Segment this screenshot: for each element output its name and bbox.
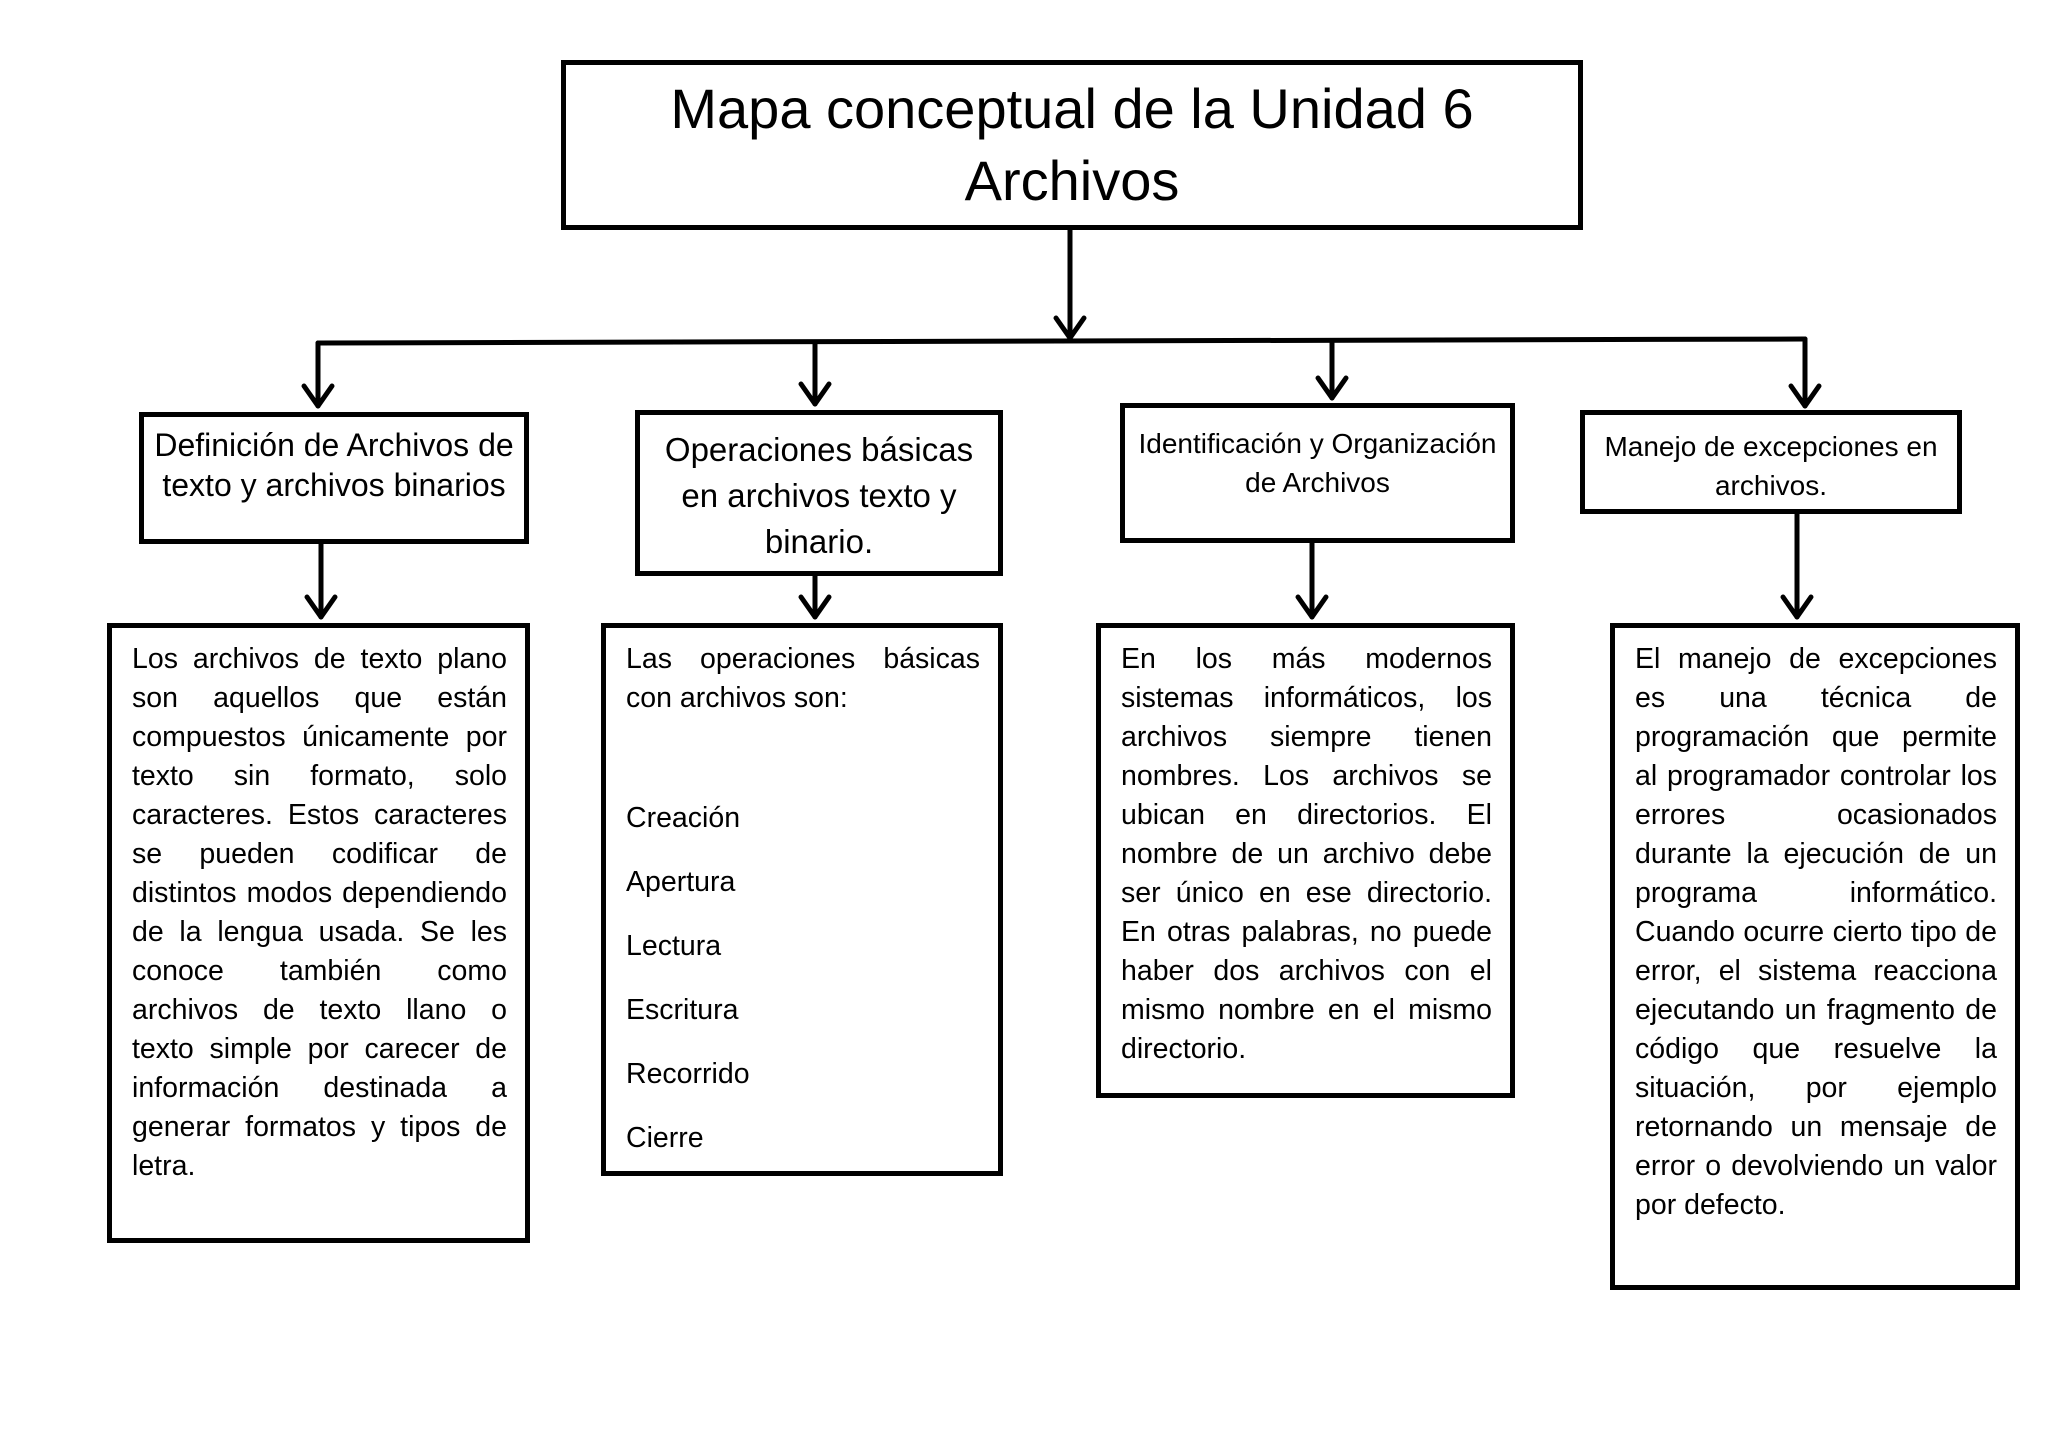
title-line-1: Mapa conceptual de la Unidad 6 (670, 77, 1474, 140)
operation-item: Lectura (626, 930, 722, 962)
drop-arrowhead-2 (798, 381, 832, 407)
heading-node-operaciones: Operaciones básicas en archivos texto y … (635, 410, 1003, 576)
trunk-arrowhead (1053, 315, 1087, 341)
body-arrowhead-1 (304, 594, 338, 620)
bus-line (315, 336, 1808, 346)
operation-item: Creación (626, 802, 741, 834)
heading-node-identificacion: Identificación y Organización de Archivo… (1120, 403, 1515, 543)
heading-node-excepciones: Manejo de excepciones en archivos. (1580, 410, 1962, 514)
drop-arrowhead-4 (1788, 383, 1822, 409)
operation-item: Escritura (626, 994, 739, 1026)
heading-node-definicion: Definición de Archivos de texto y archiv… (139, 412, 529, 544)
body-text: El manejo de excepciones es una técnica … (1635, 643, 1997, 1221)
body-text: Los archivos de texto plano son aquellos… (132, 643, 507, 1182)
heading-text: Manejo de excepciones en archivos. (1604, 431, 1938, 501)
body-node-identificacion: En los más modernos sistemas informático… (1096, 623, 1515, 1098)
heading-text: Identificación y Organización de Archivo… (1138, 428, 1497, 498)
body-node-excepciones: El manejo de excepciones es una técnica … (1610, 623, 2020, 1290)
body-node-operaciones: Las operaciones básicas con archivos son… (601, 623, 1003, 1176)
operations-intro: Las operaciones básicas con archivos son… (626, 643, 980, 714)
heading-text: Operaciones básicas en archivos texto y … (664, 431, 974, 560)
title-node: Mapa conceptual de la Unidad 6 Archivos (561, 60, 1583, 230)
body-text: En los más modernos sistemas informático… (1121, 643, 1492, 1065)
body-node-definicion: Los archivos de texto plano son aquellos… (107, 623, 530, 1243)
heading-text: Definición de Archivos de texto y archiv… (154, 427, 514, 503)
drop-arrowhead-3 (1315, 375, 1349, 401)
drop-arrowhead-1 (301, 383, 335, 409)
title-line-2: Archivos (964, 149, 1180, 212)
body-arrowhead-3 (1295, 594, 1329, 620)
operation-item: Cierre (626, 1122, 704, 1154)
operations-list: Creación Apertura Lectura Escritura Reco… (626, 798, 980, 1171)
body-arrowhead-4 (1780, 594, 1814, 620)
body-arrowhead-2 (798, 594, 832, 620)
operation-item: Recorrido (626, 1058, 750, 1090)
operation-item: Apertura (626, 866, 736, 898)
